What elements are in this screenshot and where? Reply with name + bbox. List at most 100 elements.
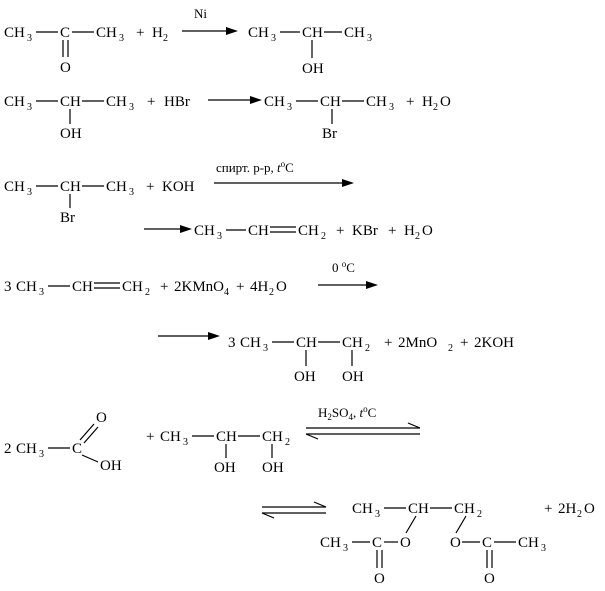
r2-h2o-h: H	[422, 94, 433, 110]
r3-p-sub2: 2	[321, 231, 326, 242]
arrow-head-icon	[366, 281, 378, 289]
r4-ch3: CH	[16, 279, 37, 295]
r3-p-sub3: 3	[217, 231, 222, 242]
r3-condition: спирт. р-р, toC	[216, 159, 294, 175]
r5-acid-ch3: CH	[16, 441, 37, 457]
r3-p-ch: CH	[248, 223, 269, 239]
r5-diol-ch: CH	[216, 429, 237, 445]
r5-condition: H2SO4, toC	[318, 404, 376, 422]
r5-ester-lsub3: 3	[343, 543, 348, 554]
r2-ch: CH	[60, 94, 81, 110]
reaction-1: CH 3 C CH 3 O + H 2 Ni CH 3 CH CH 3 OH	[4, 6, 372, 77]
r4-p-ch3: CH	[240, 335, 261, 351]
r4-kmno4: 2KMnO	[174, 279, 224, 295]
r1-p-oh: OH	[302, 61, 324, 77]
r2-p-br: Br	[322, 126, 337, 142]
r4-water-sub: 2	[269, 287, 274, 298]
arrow-head-icon	[261, 512, 275, 519]
arrow-head-icon	[342, 179, 354, 187]
r5-acid-double-bond	[83, 426, 99, 444]
r5-ester-ch: CH	[408, 501, 429, 517]
r2-p-sub3a: 3	[287, 102, 292, 113]
r5-ester-ch2: CH	[454, 501, 475, 517]
r2-p-ch3b: CH	[366, 94, 387, 110]
r2-h2o-o: O	[440, 94, 451, 110]
r3-plus3: +	[388, 223, 396, 239]
r4-p-oh2: OH	[342, 369, 364, 385]
arrow-head-icon	[180, 225, 192, 233]
r4-koh: 2KOH	[474, 335, 514, 351]
r5-acid-bond	[81, 454, 99, 463]
r4-water: 4H	[250, 279, 269, 295]
r5-diol-oh2: OH	[262, 460, 284, 476]
r3-kbr: KBr	[352, 223, 378, 239]
arrow-head-icon	[407, 422, 421, 429]
r5-ester-o2: O	[450, 535, 461, 551]
r1-h2-sub: 2	[163, 33, 168, 44]
r4-mno2-sub: 2	[448, 343, 453, 354]
r2-oh: OH	[60, 126, 82, 142]
r5-ester-ro: O	[484, 571, 495, 586]
r4-plus3: +	[384, 335, 392, 351]
r5-acid-double-bond	[79, 423, 95, 441]
r2-hbr: HBr	[164, 94, 190, 110]
r1-p-ch: CH	[302, 25, 323, 41]
r3-br: Br	[60, 210, 75, 226]
r3-p-ch3: CH	[194, 223, 215, 239]
r3-ch: CH	[60, 179, 81, 195]
reaction-5: 2 CH 3 C O OH + CH 3 CH CH 2 OH OH H2SO4…	[4, 404, 595, 587]
r1-p-sub3b: 3	[367, 33, 372, 44]
r5-ester-rch3: CH	[518, 535, 539, 551]
r3-h2o-h: H	[404, 223, 415, 239]
r5-ester-ch3: CH	[352, 501, 373, 517]
arrow-head-icon	[208, 332, 220, 340]
r4-plus2: +	[236, 279, 244, 295]
arrow-head-icon	[305, 433, 319, 440]
r5-diol-ch2: CH	[262, 429, 283, 445]
r1-p-ch3a: CH	[248, 25, 269, 41]
r5-ester-bond	[405, 515, 417, 534]
r4-pcoef: 3	[228, 335, 236, 351]
r1-p-ch3b: CH	[344, 25, 365, 41]
r5-ester-rsub3: 3	[541, 543, 546, 554]
r3-ch3b: CH	[106, 179, 127, 195]
r4-p-oh1: OH	[294, 369, 316, 385]
r4-p-sub2: 2	[365, 343, 370, 354]
r3-h2o-o: O	[422, 223, 433, 239]
r5-diol-ch3: CH	[160, 429, 181, 445]
r5-ester-sub3: 3	[375, 509, 380, 520]
r5-diol-sub3: 3	[183, 437, 188, 448]
r4-p-ch2: CH	[342, 335, 363, 351]
r2-p-ch3a: CH	[264, 94, 285, 110]
r4-plus4: +	[460, 335, 468, 351]
r4-sub2: 2	[145, 287, 150, 298]
arrow-head-icon	[313, 501, 327, 508]
r5-diol-sub2: 2	[285, 437, 290, 448]
r5-water-o: O	[584, 501, 595, 517]
r5-acid-c: C	[72, 441, 82, 457]
r5-acid-o: O	[96, 410, 107, 426]
r3-p-ch2: CH	[298, 223, 319, 239]
r4-plus1: +	[160, 279, 168, 295]
r5-water: 2H	[558, 501, 577, 517]
r5-ester-rc: C	[482, 535, 492, 551]
r3-plus2: +	[336, 223, 344, 239]
r1-h2: H	[152, 25, 163, 41]
r2-sub3b: 3	[129, 102, 134, 113]
r1-ch3a: CH	[4, 25, 25, 41]
r5-ester-sub2: 2	[477, 509, 482, 520]
r4-coef: 3	[4, 279, 12, 295]
r5-diol-oh1: OH	[214, 460, 236, 476]
r5-ester-o1: O	[400, 535, 411, 551]
r1-c: C	[60, 25, 70, 41]
r3-ch3a: CH	[4, 179, 25, 195]
r3-plus: +	[146, 179, 154, 195]
r2-ch3b: CH	[106, 94, 127, 110]
r2-p-sub3b: 3	[389, 102, 394, 113]
r1-sub3b: 3	[119, 33, 124, 44]
r1-o: O	[60, 60, 71, 76]
r2-sub3a: 3	[27, 102, 32, 113]
r3-h2o-sub: 2	[415, 231, 420, 242]
r2-plus2: +	[406, 94, 414, 110]
